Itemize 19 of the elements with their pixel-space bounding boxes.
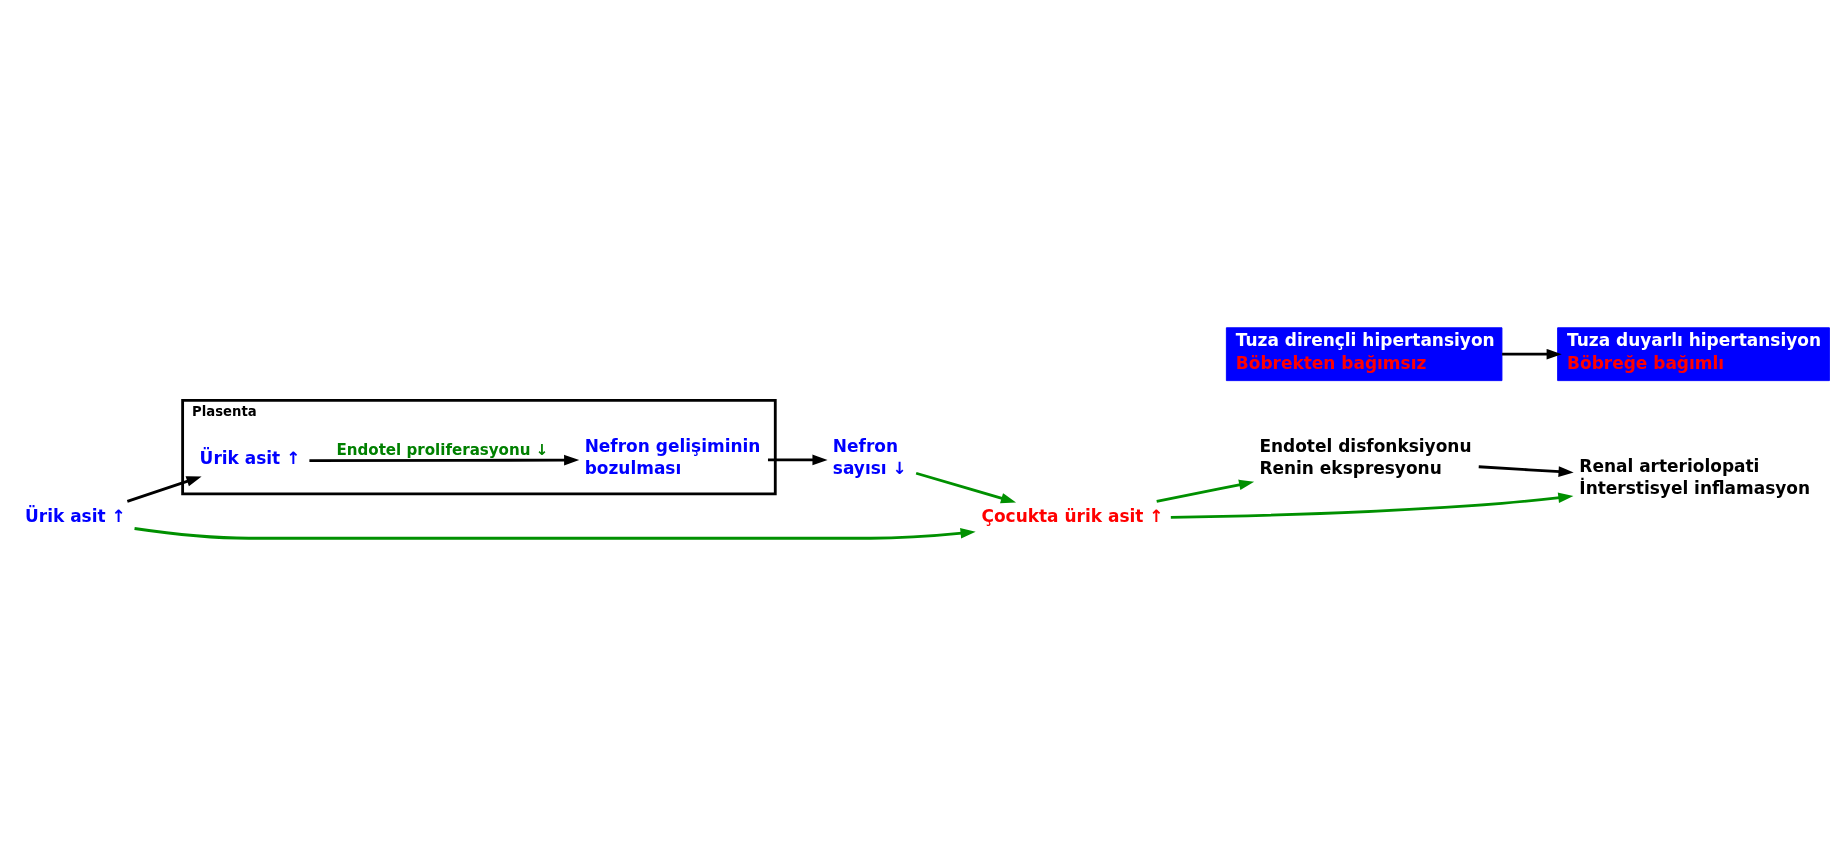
arrow xyxy=(126,476,202,503)
node-text: Renal arteriolopati İnterstisyel inflamasyon xyxy=(1579,455,1811,499)
arrow xyxy=(1502,348,1562,360)
node-text: Çocukta ürik asit ↑ xyxy=(981,505,1164,526)
edge-label: Endotel proliferasyonu ↓ xyxy=(336,440,549,459)
arrow xyxy=(1478,465,1574,477)
node-box: Tuza dirençli hipertansiyon Böbrekten bağımsız xyxy=(1225,327,1503,382)
node-text: Ürik asit ↑ xyxy=(199,448,301,469)
node-box: Tuza duyarlı hipertansiyon Böbreğe bağımlı xyxy=(1557,327,1830,382)
node-text: Nefron gelişiminin bozulması xyxy=(584,435,761,479)
arrow xyxy=(767,454,828,466)
arrow xyxy=(309,454,580,466)
arrow xyxy=(1170,492,1574,519)
arrow xyxy=(915,471,1017,504)
arrow xyxy=(1156,479,1255,503)
node-text: Endotel disfonksiyonu Renin ekspresyonu xyxy=(1259,435,1472,479)
arrow xyxy=(134,527,976,540)
node-text: Ürik asit ↑ xyxy=(25,505,126,526)
node-text: Nefron sayısı ↓ xyxy=(832,435,907,479)
